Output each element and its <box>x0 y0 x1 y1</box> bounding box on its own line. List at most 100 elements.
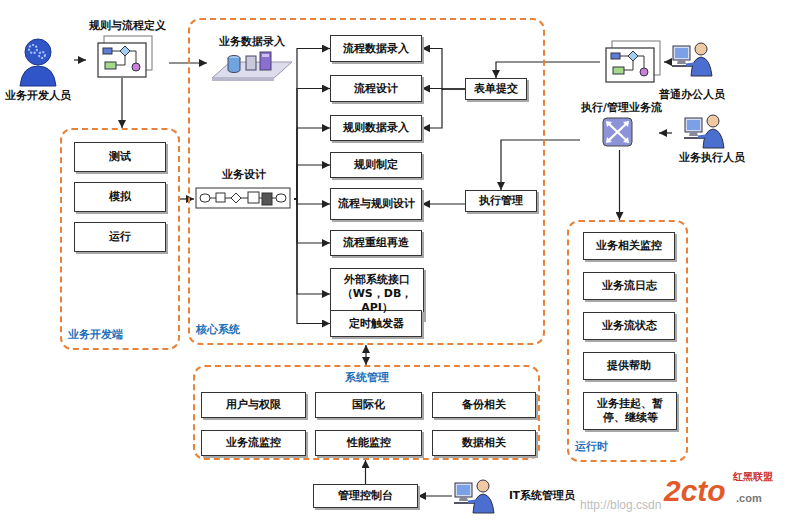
node-label: 性能监控 <box>347 436 391 450</box>
executor-icon <box>684 115 724 148</box>
node-label: 业务数据录入 <box>219 35 285 49</box>
connector-arrow <box>659 132 672 133</box>
person-icon: IT系统管理员 <box>452 478 577 514</box>
image-node: 业务设计 <box>194 167 294 212</box>
node-label: 国际化 <box>352 398 385 412</box>
node-label: 业务挂起、暂停、继续等 <box>587 397 673 425</box>
group-region: 业务开发端 测试模拟运行 <box>60 128 180 350</box>
node-label: 业务相关监控 <box>596 239 662 253</box>
node-label: 业务流监控 <box>226 436 281 450</box>
admin-icon <box>454 480 494 513</box>
flow-doc-icon <box>606 41 660 82</box>
node-label: 流程数据录入 <box>343 42 409 56</box>
node-label: 流程与规则设计 <box>338 197 415 211</box>
connector-arrow <box>418 495 452 496</box>
group-region: 核心系统 业务数据录入业务设计 流程数据录入流程设计规则数据录入规则制定流程与规则设… <box>188 18 545 345</box>
node-label: 提供帮助 <box>607 359 651 373</box>
process-box: 规则数据录入 <box>330 115 422 141</box>
node-label: 规则与流程定义 <box>89 19 166 33</box>
node-label: 定时触发器 <box>349 317 404 331</box>
watermark-logo: 2cto <box>664 474 726 508</box>
person-icon: 业务开发人员 <box>2 36 74 104</box>
group-title: 业务开发端 <box>68 328 123 342</box>
connector-arrow <box>121 78 122 128</box>
process-box: 表单提交 <box>465 78 527 100</box>
node-label: IT系统管理员 <box>509 489 575 503</box>
group-title: 运行时 <box>575 440 608 454</box>
process-box: 流程数据录入 <box>330 35 422 62</box>
node-label: 数据相关 <box>462 436 506 450</box>
node-label: 普通办公人员 <box>659 88 725 102</box>
node-label: 模拟 <box>109 190 131 204</box>
flow-icon: 规则与流程定义 <box>86 18 169 78</box>
connector-arrow <box>180 198 194 199</box>
node-label: 执行管理 <box>479 194 523 208</box>
process-box: 业务流状态 <box>583 312 675 340</box>
connector-arrow <box>501 140 580 190</box>
process-box: 流程重组再造 <box>330 230 422 256</box>
process-box: 业务相关监控 <box>583 232 675 260</box>
watermark: 红黑联盟 <box>733 470 773 484</box>
node-label: 备份相关 <box>462 398 506 412</box>
node-label: 业务流状态 <box>602 319 657 333</box>
process-box: 性能监控 <box>315 430 422 456</box>
connector-arrow <box>422 89 465 128</box>
office-worker-icon <box>672 43 712 76</box>
switch-node: 执行/管理业务流 <box>580 100 659 150</box>
node-label: 测试 <box>109 150 131 164</box>
process-box: 管理控制台 <box>313 484 418 508</box>
arrow <box>664 61 672 62</box>
connector-arrow <box>294 199 330 324</box>
node-label: 运行 <box>109 230 131 244</box>
node-label: 业务开发人员 <box>5 89 71 103</box>
process-box: 业务流日志 <box>583 272 675 300</box>
process-box: 测试 <box>74 142 166 172</box>
connector-arrow <box>294 199 330 204</box>
connector-arrow <box>294 49 330 200</box>
process-box: 执行管理 <box>465 190 537 212</box>
group-title: 核心系统 <box>196 323 240 337</box>
node-label: 规则数据录入 <box>343 121 409 135</box>
process-box: 流程与规则设计 <box>330 188 422 220</box>
connector-arrow <box>294 89 330 200</box>
connector-arrow <box>294 199 330 243</box>
connector-arrow <box>74 59 86 60</box>
person-icon: 普通办公人员 <box>600 35 726 103</box>
node-label: 管理控制台 <box>338 489 393 503</box>
developer-icon <box>20 39 56 86</box>
process-box: 业务流监控 <box>201 430 306 456</box>
process-box: 数据相关 <box>432 430 536 456</box>
node-label: 外部系统接口（WS，DB，API） <box>334 273 420 314</box>
group-title: 系统管理 <box>345 371 389 385</box>
node-label: 流程设计 <box>354 82 398 96</box>
data-entry-image <box>212 52 292 81</box>
process-box: 运行 <box>74 222 166 252</box>
group-region: 运行时 业务相关监控业务流日志业务流状态提供帮助业务挂起、暂停、继续等 <box>567 220 688 462</box>
node-label: 流程重组再造 <box>343 236 409 250</box>
node-label: 业务执行人员 <box>679 151 745 165</box>
group-region: 系统管理用户与权限 国际化 备份相关业务流监控 性能监控 数据相关 <box>193 365 540 460</box>
design-strip <box>196 188 290 208</box>
connector-arrow <box>365 345 366 365</box>
node-label: 规则制定 <box>354 158 398 172</box>
connector-arrow <box>422 49 465 90</box>
node-label: 用户与权限 <box>226 398 281 412</box>
watermark: .com <box>736 492 762 504</box>
process-box: 规则制定 <box>330 152 422 178</box>
node-label: 业务流日志 <box>602 279 657 293</box>
node-label: 表单提交 <box>474 82 518 96</box>
process-box: 流程设计 <box>330 75 422 102</box>
connector-arrow <box>619 150 620 220</box>
process-box: 模拟 <box>74 182 166 212</box>
connector-arrow <box>365 460 366 484</box>
process-box: 备份相关 <box>432 392 536 418</box>
node-label: 执行/管理业务流 <box>581 101 658 115</box>
process-box: 定时触发器 <box>330 310 422 337</box>
switch-icon <box>603 118 632 146</box>
process-box: 用户与权限 <box>201 392 306 418</box>
person-icon: 业务执行人员 <box>672 114 752 166</box>
process-box: 外部系统接口（WS，DB，API） <box>330 268 424 320</box>
connector-arrow <box>496 62 600 78</box>
connector-arrow <box>294 128 330 199</box>
image-node: 业务数据录入 <box>207 34 297 86</box>
